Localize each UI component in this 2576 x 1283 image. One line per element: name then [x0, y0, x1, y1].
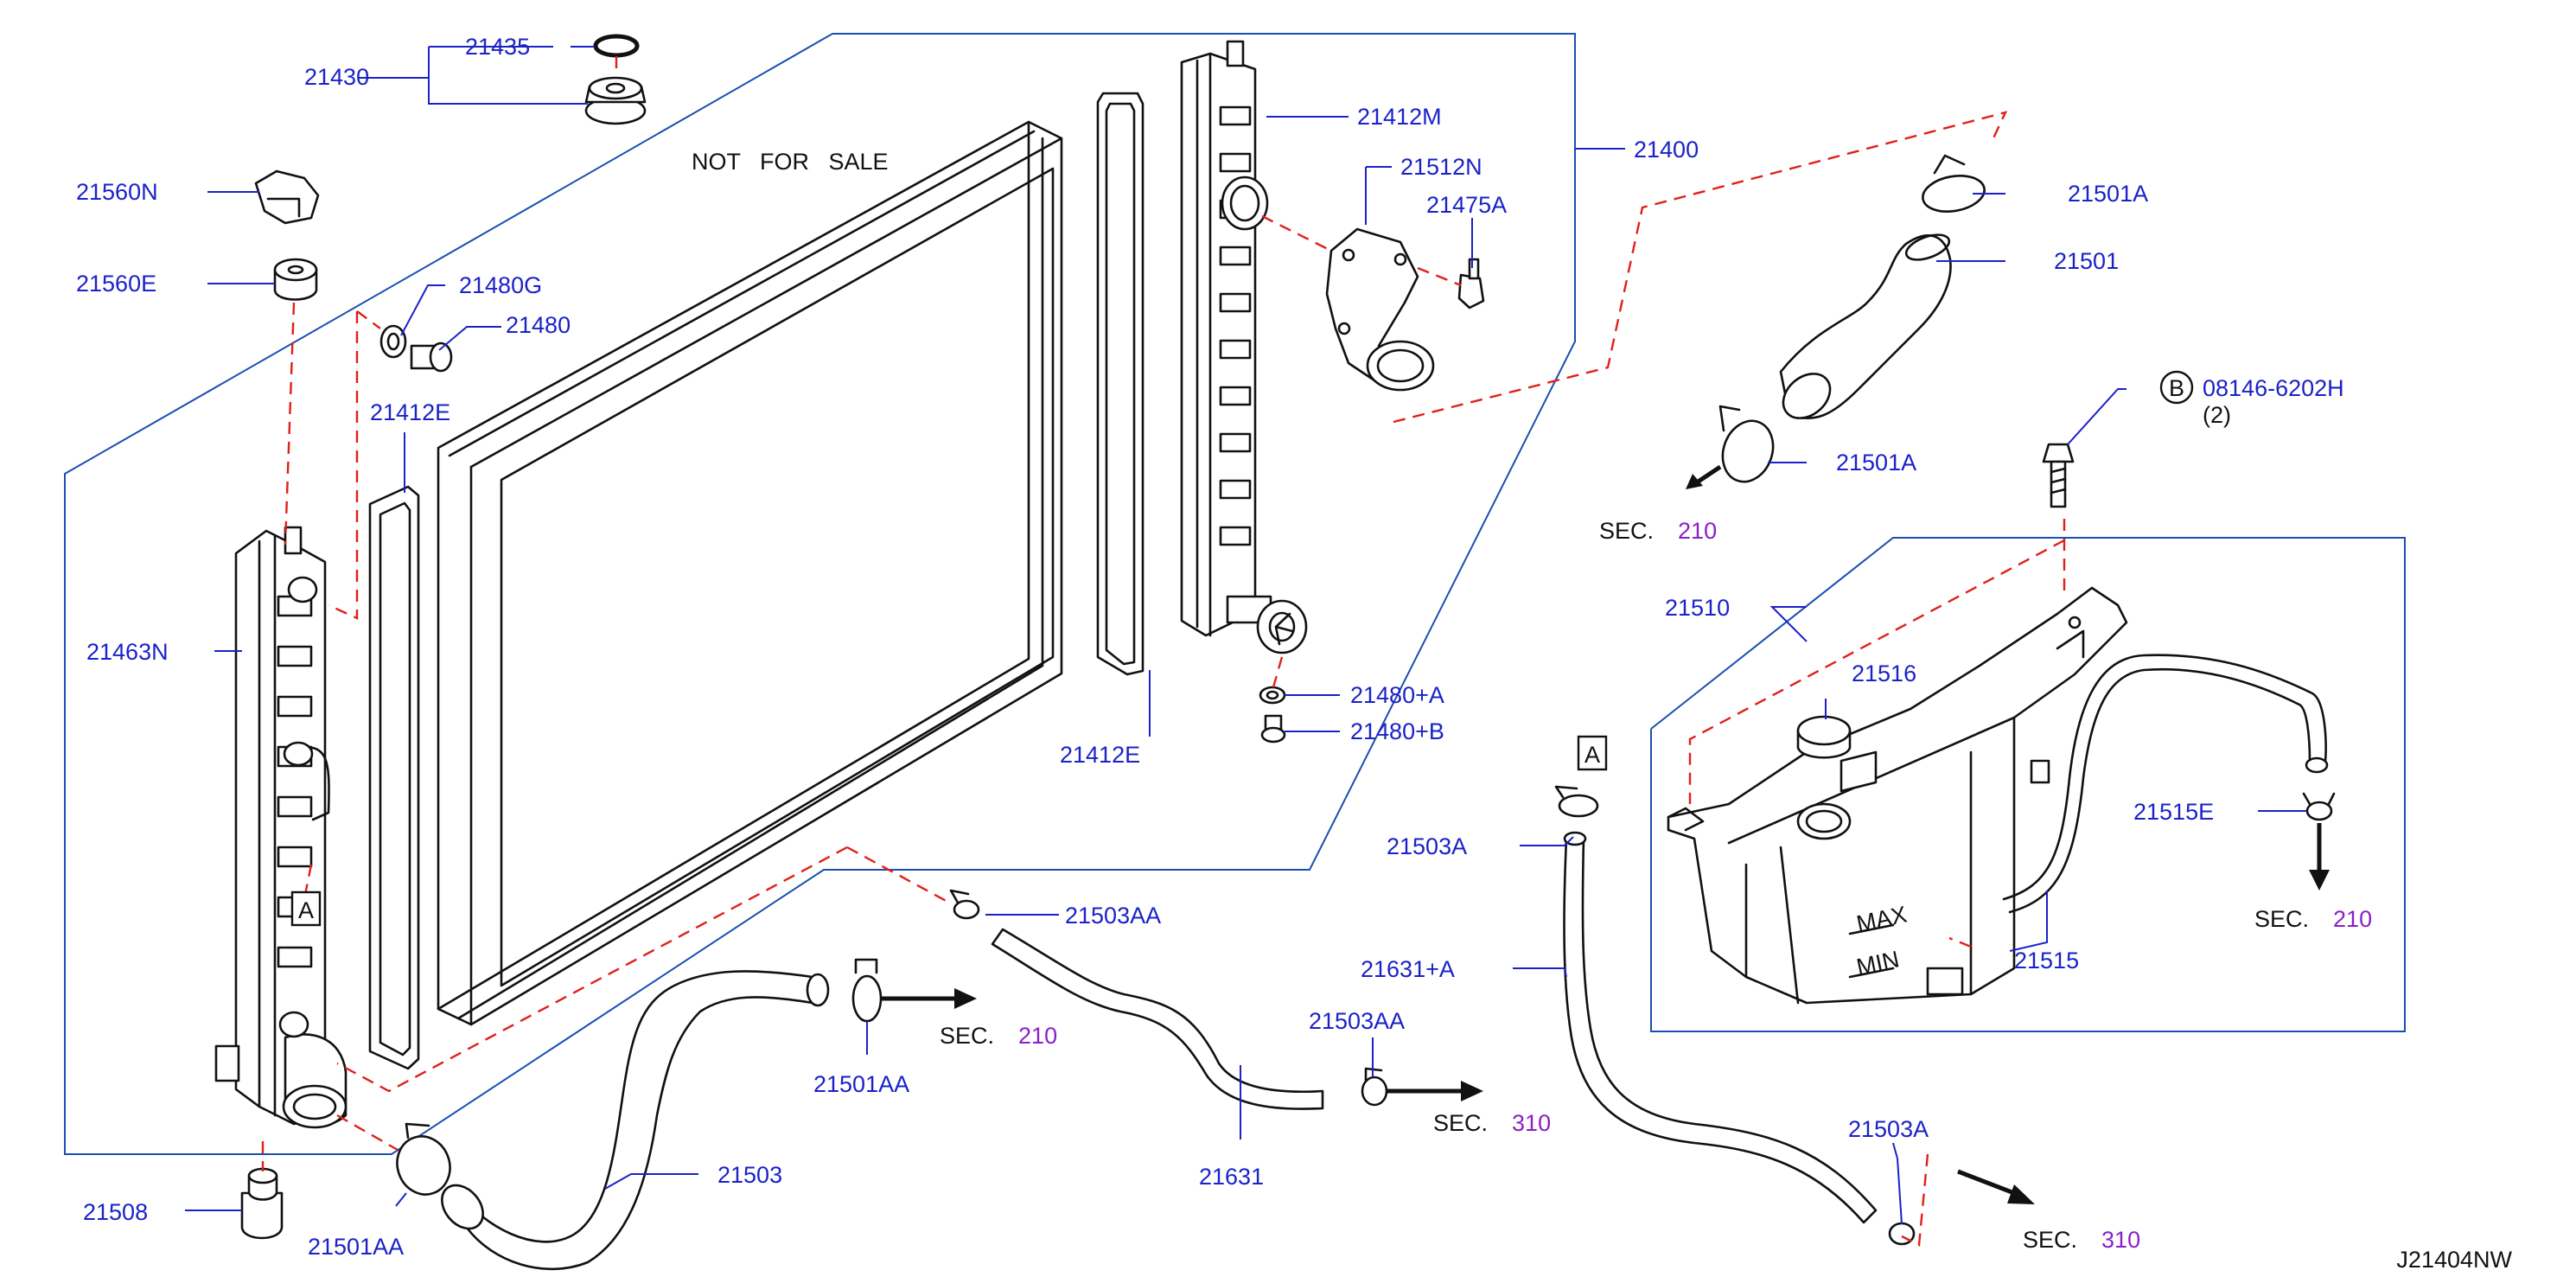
section-ref-2-number: 210	[1018, 1023, 1057, 1049]
label-21503AA-top: 21503AA	[1065, 903, 1161, 929]
label-21503: 21503	[717, 1162, 782, 1188]
label-21560E: 21560E	[76, 271, 156, 297]
hose-clamp-21503A-mid	[1554, 785, 1599, 818]
label-21463N: 21463N	[86, 639, 169, 665]
bolt-callout-b-letter: B	[2169, 375, 2184, 401]
label-21430: 21430	[304, 64, 369, 90]
plug-21480	[410, 341, 453, 373]
section-ref-5-prefix: SEC.	[2023, 1227, 2077, 1253]
not-for-sale-label: NOT FOR SALE	[692, 149, 889, 175]
reservoir-tank-21510	[1667, 586, 2128, 1005]
hose-clamp-21501A-mid	[1718, 405, 1775, 483]
right-tank-21412M	[1180, 40, 1308, 654]
label-21631: 21631	[1199, 1164, 1264, 1190]
label-21501AA-left: 21501AA	[308, 1234, 404, 1260]
label-21412E-right: 21412E	[1060, 742, 1140, 768]
label-21512N: 21512N	[1400, 154, 1482, 180]
radiator-assembly-frame	[64, 33, 1576, 1155]
hose-clamp-21503AA-bottom	[1361, 1067, 1388, 1107]
drain-plug-21480B	[1260, 714, 1286, 744]
label-21503A-mid: 21503A	[1387, 833, 1467, 859]
section-ref-5-number: 310	[2101, 1227, 2140, 1253]
section-ref-2: SEC. 210	[940, 1023, 1057, 1049]
lower-hose-21503	[441, 970, 830, 1271]
section-ref-1-prefix: SEC.	[1599, 518, 1654, 544]
label-21480-plus-a: 21480+A	[1350, 682, 1444, 708]
radiator-core	[437, 120, 1063, 1026]
label-21480-plus-b: 21480+B	[1350, 718, 1444, 744]
label-21515: 21515	[2014, 948, 2079, 973]
label-21508: 21508	[83, 1199, 148, 1225]
upper-hose-21501	[1779, 233, 1952, 419]
washer-21480G	[379, 324, 407, 359]
hose-clamp-21501AA-right	[851, 958, 883, 1023]
label-21412E-left: 21412E	[370, 399, 450, 425]
mount-bushing-21508	[240, 1167, 284, 1240]
label-21475A: 21475A	[1426, 192, 1507, 218]
mount-bushing-21560E	[273, 258, 318, 301]
label-21510: 21510	[1665, 595, 1730, 621]
cap-seal-21435	[593, 34, 640, 58]
section-ref-5: SEC. 310	[2023, 1227, 2140, 1253]
ref-box-a-lower: A	[290, 890, 322, 927]
ref-a-upper-label: A	[1584, 742, 1600, 768]
left-tank-21463N	[214, 526, 348, 1129]
section-ref-1-number: 210	[1678, 518, 1717, 544]
hose-clamp-21503AA-top	[949, 889, 980, 920]
leader-lines	[185, 46, 2306, 1225]
label-21515E: 21515E	[2133, 799, 2214, 825]
label-21501A-mid: 21501A	[1836, 450, 1916, 476]
label-21516: 21516	[1852, 661, 1916, 686]
hose-21631	[991, 928, 1324, 1110]
section-ref-2-prefix: SEC.	[940, 1023, 994, 1049]
gasket-left-21412E	[368, 485, 420, 1070]
bolt-quantity: (2)	[2203, 402, 2231, 428]
overflow-hose-21515	[2002, 654, 2329, 914]
label-21480G: 21480G	[459, 272, 542, 298]
bolt-08146-6202H	[2042, 443, 2075, 508]
section-arrows	[882, 464, 2330, 1204]
label-21631-plus-a: 21631+A	[1361, 956, 1455, 982]
label-21503A-bottom: 21503A	[1848, 1116, 1929, 1142]
drawing-code: J21404NW	[2396, 1247, 2512, 1273]
radiator-cap-21430	[584, 76, 647, 125]
dashed-guides	[261, 56, 2066, 1247]
clip-21515E	[2302, 792, 2336, 821]
label-21501: 21501	[2054, 248, 2119, 274]
label-21400: 21400	[1634, 137, 1699, 163]
section-ref-3-number: 210	[2333, 906, 2372, 932]
ref-box-a-upper: A	[1577, 735, 1608, 771]
section-ref-3-prefix: SEC.	[2254, 906, 2309, 932]
bolt-callout-b: B	[2159, 370, 2194, 405]
hose-clamp-21501AA-left	[396, 1122, 451, 1196]
section-ref-1: SEC. 210	[1599, 518, 1717, 544]
water-outlet-21512N	[1325, 227, 1435, 392]
mount-bracket-21560N	[254, 169, 320, 225]
gasket-right-21412E	[1096, 92, 1145, 676]
section-ref-4-prefix: SEC.	[1433, 1110, 1488, 1136]
section-ref-4: SEC. 310	[1433, 1110, 1551, 1136]
label-21560N: 21560N	[76, 179, 158, 205]
hose-21631A	[1563, 831, 1878, 1224]
ref-a-lower-label: A	[298, 897, 314, 923]
label-21412M: 21412M	[1357, 104, 1442, 130]
bolt-21475A	[1457, 258, 1485, 310]
reservoir-assembly-frame	[1650, 537, 2406, 1032]
label-21435: 21435	[465, 34, 530, 60]
label-21480: 21480	[506, 312, 571, 338]
label-08146-6202H: 08146-6202H	[2203, 375, 2344, 401]
reservoir-cap-21516	[1796, 715, 1852, 759]
drain-washer-21480A	[1259, 686, 1286, 705]
section-ref-4-number: 310	[1512, 1110, 1551, 1136]
label-21501AA-right: 21501AA	[813, 1071, 909, 1097]
label-21501A-top: 21501A	[2068, 181, 2148, 207]
label-21503AA-bottom: 21503AA	[1309, 1008, 1405, 1034]
hose-clamp-21501A-top	[1922, 154, 1986, 213]
section-ref-3: SEC. 210	[2254, 906, 2372, 932]
